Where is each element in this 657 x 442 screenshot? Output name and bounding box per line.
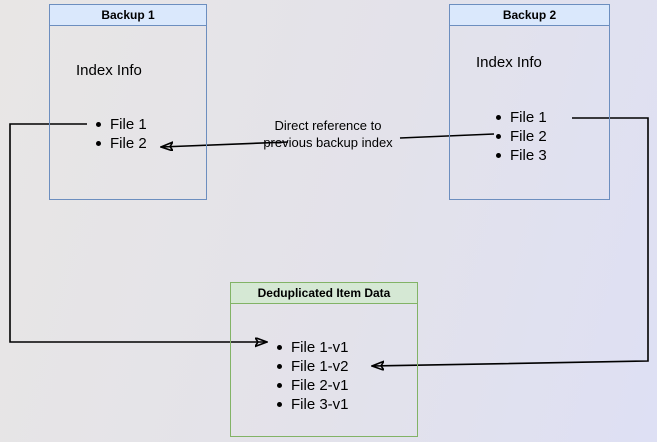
dedup-body: File 1-v1 File 1-v2 File 2-v1 File 3-v1 — [231, 304, 417, 436]
file-label: File 1-v2 — [291, 358, 349, 375]
file-label: File 3 — [510, 147, 547, 164]
backup2-body: Index Info File 1 File 2 File 3 — [450, 26, 609, 199]
list-item: File 1-v2 — [275, 357, 349, 376]
backup1-file-list: File 1 File 2 — [94, 115, 147, 153]
bullet-icon — [496, 115, 501, 120]
bullet-icon — [277, 383, 282, 388]
file-label: File 3-v1 — [291, 396, 349, 413]
list-item: File 2 — [94, 134, 147, 153]
backup2-box: Backup 2 Index Info File 1 File 2 File 3 — [449, 4, 610, 200]
list-item: File 1 — [494, 108, 547, 127]
backup1-body: Index Info File 1 File 2 — [50, 26, 206, 199]
file-label: File 2 — [110, 135, 147, 152]
list-item: File 2 — [494, 127, 547, 146]
bullet-icon — [277, 364, 282, 369]
annotation-line-1: Direct reference to — [274, 118, 382, 133]
list-item: File 1-v1 — [275, 338, 349, 357]
list-item: File 3-v1 — [275, 395, 349, 414]
file-label: File 1 — [110, 116, 147, 133]
file-label: File 1-v1 — [291, 339, 349, 356]
bullet-icon — [496, 153, 501, 158]
list-item: File 2-v1 — [275, 376, 349, 395]
list-item: File 1 — [94, 115, 147, 134]
dedup-title: Deduplicated Item Data — [231, 283, 417, 304]
backup1-title: Backup 1 — [50, 5, 206, 26]
bullet-icon — [96, 122, 101, 127]
bullet-icon — [277, 402, 282, 407]
list-item: File 3 — [494, 146, 547, 165]
reference-annotation: Direct reference to previous backup inde… — [246, 117, 410, 151]
backup2-title: Backup 2 — [450, 5, 609, 26]
backup2-index-info-label: Index Info — [476, 54, 542, 71]
backup1-index-info-label: Index Info — [76, 62, 142, 79]
bullet-icon — [96, 141, 101, 146]
file-label: File 2 — [510, 128, 547, 145]
annotation-line-2: previous backup index — [263, 135, 393, 150]
file-label: File 1 — [510, 109, 547, 126]
backup2-file-list: File 1 File 2 File 3 — [494, 108, 547, 165]
dedup-file-list: File 1-v1 File 1-v2 File 2-v1 File 3-v1 — [275, 338, 349, 414]
file-label: File 2-v1 — [291, 377, 349, 394]
deduplicated-item-data-box: Deduplicated Item Data File 1-v1 File 1-… — [230, 282, 418, 437]
backup1-box: Backup 1 Index Info File 1 File 2 — [49, 4, 207, 200]
bullet-icon — [277, 345, 282, 350]
bullet-icon — [496, 134, 501, 139]
